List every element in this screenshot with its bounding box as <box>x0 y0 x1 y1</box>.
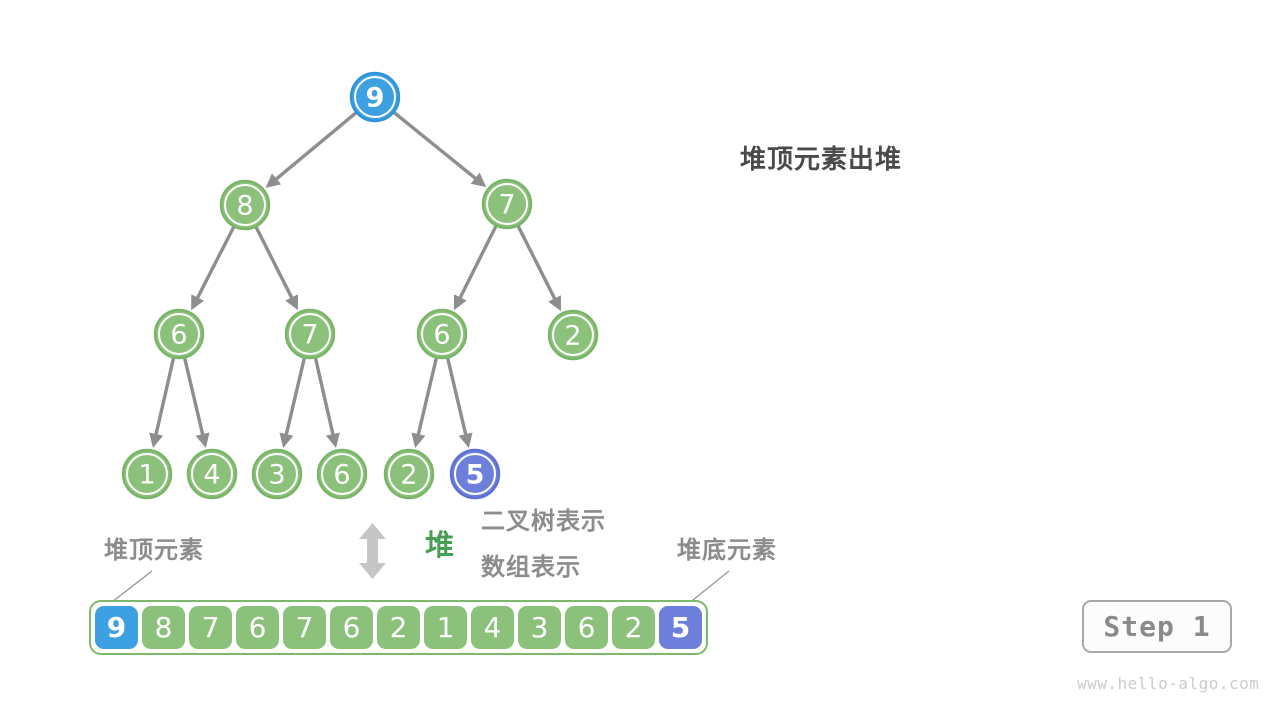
tree-node-6: 6 <box>416 308 468 360</box>
diagram-title: 堆顶元素出堆 <box>740 144 903 174</box>
array-cell-0: 9 <box>95 606 138 649</box>
array-cell-4: 7 <box>283 606 326 649</box>
heap-label: 堆 <box>425 530 455 562</box>
array-cell-12: 5 <box>659 606 702 649</box>
tree-node-value: 8 <box>236 191 253 222</box>
tree-node-8: 8 <box>219 179 271 231</box>
tree-node-value: 2 <box>564 321 581 352</box>
array-cell-5: 6 <box>330 606 373 649</box>
array-cell-8: 4 <box>471 606 514 649</box>
tree-node-value: 5 <box>466 460 485 491</box>
binary-tree-representation-label: 二叉树表示 <box>481 508 606 535</box>
tree-node-2: 2 <box>383 448 435 500</box>
tree-node-value: 4 <box>203 460 220 491</box>
heap-top-label: 堆顶元素 <box>104 537 204 564</box>
tree-node-2: 2 <box>547 309 599 361</box>
array-cell-3: 6 <box>236 606 279 649</box>
tree-edge <box>254 226 298 311</box>
tree-edge <box>453 225 498 311</box>
tree-node-value: 7 <box>301 320 318 351</box>
tree-node-6: 6 <box>316 448 368 500</box>
tree-node-value: 6 <box>433 320 450 351</box>
tree-edge <box>191 226 236 311</box>
tree-node-5: 5 <box>449 448 501 500</box>
tree-node-6: 6 <box>153 308 205 360</box>
watermark: www.hello-algo.com <box>1077 674 1260 693</box>
tree-node-value: 9 <box>366 83 385 114</box>
tree-node-value: 6 <box>333 460 350 491</box>
array-cell-10: 6 <box>565 606 608 649</box>
array-cell-9: 3 <box>518 606 561 649</box>
tree-edge <box>279 357 306 448</box>
tree-edge <box>313 357 340 448</box>
tree-edge <box>411 357 438 448</box>
array-cell-6: 2 <box>377 606 420 649</box>
tree-node-7: 7 <box>481 178 533 230</box>
tree-node-value: 7 <box>498 190 515 221</box>
step-button[interactable]: Step 1 <box>1082 600 1232 653</box>
tree-node-3: 3 <box>251 448 303 500</box>
tree-node-4: 4 <box>186 448 238 500</box>
tree-node-value: 6 <box>170 320 187 351</box>
tree-edge <box>183 357 210 448</box>
tree-node-value: 3 <box>268 460 285 491</box>
label-pointer-line <box>111 570 153 603</box>
array-cell-7: 1 <box>424 606 467 649</box>
array-cell-1: 8 <box>142 606 185 649</box>
tree-node-9: 9 <box>349 71 401 123</box>
tree-edge <box>149 357 176 448</box>
tree-edge <box>393 111 487 188</box>
array-representation-label: 数组表示 <box>481 554 581 581</box>
tree-node-1: 1 <box>121 448 173 500</box>
tree-edge <box>265 111 357 188</box>
tree-edge <box>446 357 473 448</box>
swap-arrow-icon <box>359 523 386 579</box>
array-cell-2: 7 <box>189 606 232 649</box>
label-pointer-line <box>687 570 730 605</box>
array-cell-11: 2 <box>612 606 655 649</box>
tree-node-7: 7 <box>284 308 336 360</box>
heap-bottom-label: 堆底元素 <box>677 537 777 564</box>
tree-edge <box>516 225 561 312</box>
tree-node-value: 1 <box>138 460 155 491</box>
tree-node-value: 2 <box>400 460 417 491</box>
